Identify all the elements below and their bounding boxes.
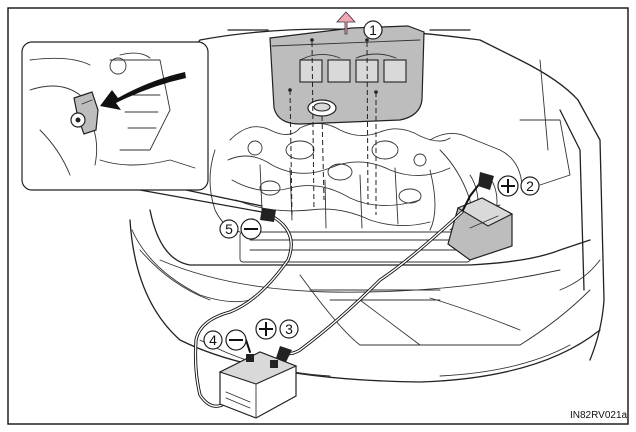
callout-3: 3	[255, 318, 299, 340]
callout-5: 5	[219, 218, 262, 240]
callout-1: 1	[363, 20, 383, 40]
callout-4-label: 4	[209, 332, 217, 348]
minus-terminal-icon	[240, 218, 262, 240]
lift-arrow-icon	[336, 11, 356, 35]
callout-4-circle	[203, 330, 223, 350]
engine-cover	[269, 25, 425, 125]
callout-4: 4	[203, 329, 247, 351]
callout-2: 2	[497, 175, 540, 197]
booster-battery	[218, 339, 298, 419]
callout-1-circle	[363, 20, 383, 40]
inset-detail	[21, 41, 263, 213]
callout-3-circle	[279, 319, 299, 339]
vehicle-battery	[447, 172, 514, 261]
plus-terminal-icon	[255, 318, 277, 340]
callout-5-label: 5	[225, 221, 233, 237]
callout-3-label: 3	[285, 321, 293, 337]
callout-5-circle	[219, 219, 239, 239]
jumper-cables	[193, 208, 464, 408]
pointer-arrow-icon	[100, 72, 186, 110]
callout-1-label: 1	[369, 22, 377, 38]
cover-guide-lines	[289, 41, 377, 216]
callout-2-label: 2	[526, 178, 534, 194]
inset-frame	[21, 41, 209, 191]
car-body	[129, 28, 605, 383]
figure-code: IN82RV021a	[570, 410, 628, 421]
minus-terminal-icon	[225, 329, 247, 351]
plus-terminal-icon	[497, 175, 519, 197]
callout-2-circle	[520, 176, 540, 196]
